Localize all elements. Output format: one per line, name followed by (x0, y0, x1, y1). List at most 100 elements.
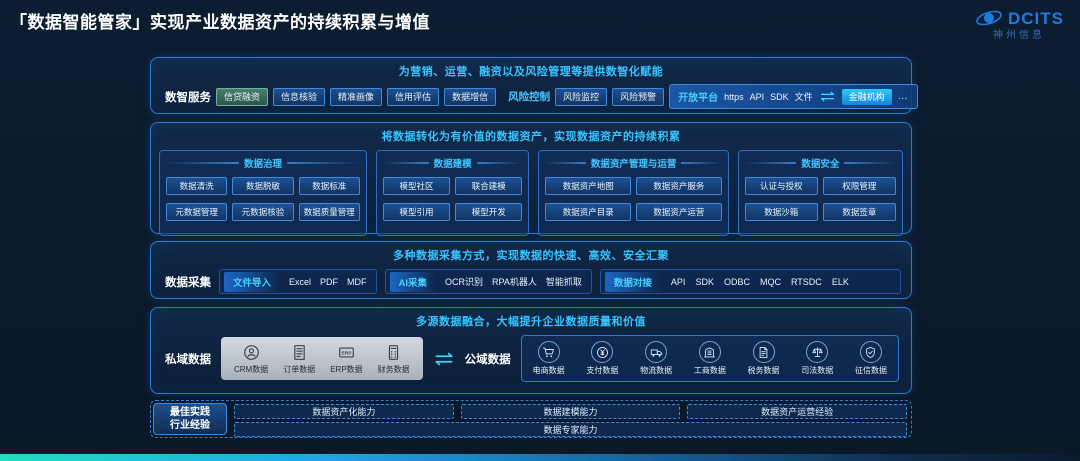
collect-item: MQC (759, 276, 781, 287)
group-asset-management-header: 数据资产管理与运营 (545, 156, 722, 170)
building-icon (704, 347, 716, 357)
asset-chip: 模型社区 (382, 177, 451, 195)
public-item-business: 工商数据 (694, 341, 726, 376)
public-item-tax: 税务数据 (748, 341, 780, 376)
best-practice-bottom-row: 数据专家能力 (234, 422, 907, 437)
service-chip-precise-profile: 精准画像 (330, 87, 383, 106)
collect-item: PDF (320, 276, 339, 287)
practice-item-modeling: 数据建模能力 (460, 404, 681, 419)
asset-chip: 模型引用 (382, 203, 451, 221)
data-asset-title: 将数据转化为有价值的数据资产，实现数据资产的持续积累 (381, 131, 681, 143)
collect-group-ai: AI采集 OCR识别 RPA机器人 智能抓取 (384, 269, 592, 294)
service-chip-info-verify: 信息核验 (273, 87, 326, 106)
asset-chip: 数据资产服务 (636, 177, 722, 195)
practice-item-operation: 数据资产运营经验 (687, 404, 908, 419)
asset-chip: 权限管理 (822, 177, 896, 195)
asset-chip: 数据脱敏 (232, 177, 294, 195)
collect-item: MDF (347, 276, 367, 287)
public-data-label: 公域数据 (464, 353, 511, 366)
asset-chip: 数据资产运营 (636, 203, 722, 221)
public-item-label: 税务数据 (747, 366, 780, 375)
page-title: 「数据智能管家」实现产业数据资产的持续积累与增值 (10, 13, 430, 32)
collect-group-name: 数据对接 (604, 271, 661, 292)
data-asset-row: 数据治理 数据清洗 数据脱敏 数据标准 元数据管理 元数据核验 数据质量管理 数… (151, 144, 911, 236)
service-chip-credit-score: 信用评估 (387, 87, 440, 106)
finance-org-chip: 金融机构 (841, 88, 892, 105)
collect-item: ELK (831, 276, 849, 287)
risk-chip-monitor: 风险监控 (555, 87, 608, 106)
smart-service-label: 数智服务 (165, 91, 211, 104)
public-item-judicial: 司法数据 (801, 341, 833, 376)
asset-chip: 数据沙箱 (744, 203, 818, 221)
icon-circle (859, 341, 882, 363)
brand-name: DCITS (1008, 8, 1064, 28)
service-chip-data-enhance: 数据增信 (444, 87, 497, 106)
public-item-label: 工商数据 (693, 366, 726, 375)
company-name: 神州信息 (993, 30, 1045, 41)
group-data-modeling-grid: 模型社区 联合建模 模型引用 模型开发 (382, 177, 523, 221)
service-chip-credit-finance: 信贷融资 (216, 87, 269, 106)
collect-group-name: 文件导入 (224, 271, 281, 292)
best-practice-label: 最佳实践 行业经验 (153, 403, 227, 435)
panel-data-collect: 多种数据采集方式，实现数据的快速、高效、安全汇聚 数据采集 文件导入 Excel… (150, 241, 912, 299)
divider-line (476, 162, 523, 164)
fusion-exchange-icon (435, 352, 453, 365)
icon-circle (752, 341, 775, 363)
collect-item: 智能抓取 (545, 277, 582, 287)
smart-service-title: 为营销、运营、融资以及风险管理等提供数智化赋能 (398, 66, 664, 78)
asset-chip: 元数据核验 (232, 203, 294, 221)
platform-item-sdk: SDK (770, 91, 789, 102)
divider-line (286, 162, 360, 164)
group-data-governance-header: 数据治理 (166, 156, 360, 170)
collect-group-connect: 数据对接 API SDK ODBC MQC RTSDC ELK (599, 269, 901, 294)
collect-group-name: AI采集 (389, 271, 437, 292)
collect-item: ODBC (723, 276, 750, 287)
tax-document-icon (759, 346, 768, 358)
collect-item: SDK (695, 276, 714, 287)
practice-item-expert: 数据专家能力 (234, 422, 907, 437)
public-item-ecommerce: 电商数据 (533, 341, 565, 376)
dcits-swirl-icon (976, 10, 1002, 26)
private-data-label: 私域数据 (165, 353, 211, 366)
data-fusion-title: 多源数据融合，大幅提升企业数据质量和价值 (416, 316, 646, 328)
group-data-security-grid: 认证与授权 权限管理 数据沙箱 数据签章 (744, 177, 896, 221)
smart-service-row: 数智服务 信贷融资 信息核验 精准画像 信用评估 数据增信 风险控制 风险监控 … (151, 79, 918, 109)
truck-icon (650, 348, 662, 357)
shield-check-icon (866, 346, 876, 358)
exchange-arrows-icon (820, 91, 834, 102)
public-item-label: 司法数据 (801, 366, 834, 375)
asset-chip: 元数据管理 (166, 203, 228, 221)
divider-line (545, 162, 586, 164)
private-data-box: CRM数据 订单数据 ERP ERP数据 (221, 337, 423, 380)
data-collect-row: 数据采集 文件导入 Excel PDF MDF AI采集 OCR识别 RPA机器… (151, 263, 911, 294)
group-asset-management-grid: 数据资产地图 数据资产服务 数据资产目录 数据资产运营 (545, 177, 722, 221)
group-title: 数据资产管理与运营 (590, 159, 677, 170)
svg-text:ERP: ERP (341, 351, 352, 357)
collect-item: RTSDC (790, 276, 822, 287)
risk-control-label: 风险控制 (508, 91, 551, 103)
panel-data-asset: 将数据转化为有价值的数据资产，实现数据资产的持续积累 数据治理 数据清洗 数据脱… (150, 122, 912, 236)
public-item-label: 物流数据 (640, 366, 673, 375)
data-fusion-row: 私域数据 CRM数据 订单数据 ERP (151, 329, 911, 382)
calculator-icon (389, 345, 399, 360)
brand-logo: DCITS 神州信息 (974, 6, 1064, 41)
best-practice-section: 最佳实践 行业经验 数据资产化能力 数据建模能力 数据资产运营经验 数据专家能力 (150, 400, 912, 438)
payment-yuan-icon (596, 346, 608, 358)
bottom-gradient-bar (0, 454, 1080, 461)
icon-circle (698, 341, 721, 363)
icon-circle (591, 341, 614, 363)
private-item-label: CRM数据 (234, 365, 269, 374)
collect-item: API (670, 276, 686, 287)
best-practice-label-line2: 行业经验 (170, 420, 210, 431)
collect-item: Excel (289, 276, 312, 287)
private-item-crm: CRM数据 (234, 344, 268, 375)
divider-line (681, 162, 722, 164)
asset-chip: 联合建模 (455, 177, 523, 195)
public-item-label: 征信数据 (854, 366, 887, 375)
brand-logo-top: DCITS (974, 6, 1064, 30)
platform-item-api: API (749, 91, 765, 102)
open-platform-label: 开放平台 (678, 93, 719, 104)
divider-line (744, 162, 797, 164)
panel-data-fusion: 多源数据融合，大幅提升企业数据质量和价值 私域数据 CRM数据 订单数据 (150, 307, 912, 394)
best-practice-label-line1: 最佳实践 (170, 407, 210, 418)
